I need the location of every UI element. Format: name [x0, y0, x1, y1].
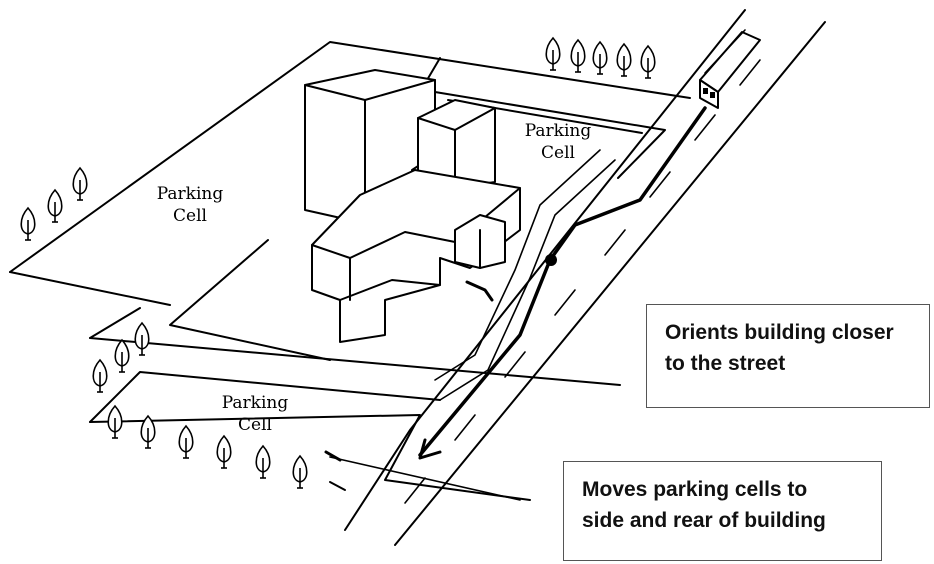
- street-centerline: [404, 59, 761, 504]
- tree-icon: [140, 414, 156, 449]
- tree-icon: [178, 424, 194, 459]
- stop-dot-icon: [545, 254, 557, 266]
- callout-orients: Orients building closer to the street: [646, 304, 930, 408]
- parking-bottom-top-edge: [89, 337, 621, 386]
- tree-icon: [107, 404, 123, 439]
- entry-arrow-icon: [465, 280, 494, 302]
- pedestrian-route: [418, 106, 707, 457]
- street-left-edge: [344, 9, 746, 531]
- parking-bottom-corner: [329, 481, 346, 491]
- tree-icon: [114, 338, 130, 373]
- parking-label-top-line2: Cell: [541, 143, 575, 163]
- tree-icon: [640, 44, 656, 79]
- building-low-block: [311, 169, 521, 343]
- parking-label-top-line1: Parking: [524, 121, 592, 141]
- tree-icon: [47, 188, 63, 223]
- tree-icon: [134, 321, 150, 356]
- tree-icon: [216, 434, 232, 469]
- walkway-line-a: [434, 149, 601, 381]
- parking-label-left-line1: Parking: [156, 184, 224, 204]
- parking-label-bottom-line1: Parking: [221, 393, 289, 413]
- tree-icon: [72, 166, 88, 201]
- parking-label-bottom-line2: Cell: [238, 415, 272, 435]
- callout-moves: Moves parking cells to side and rear of …: [563, 461, 882, 561]
- parking-label-left-line2: Cell: [173, 206, 207, 226]
- callout-moves-line1: Moves parking cells to: [582, 478, 808, 501]
- tree-icon: [20, 206, 36, 241]
- building-wing-roof: [339, 279, 441, 301]
- trees: [20, 36, 656, 489]
- building-main: [304, 69, 521, 343]
- parking-cell-label-left: Parking Cell: [140, 183, 240, 227]
- parking-cell-label-bottom: Parking Cell: [205, 392, 305, 436]
- parking-cell-label-top: Parking Cell: [508, 120, 608, 164]
- tree-icon: [570, 38, 586, 73]
- bus-icon: [699, 29, 761, 109]
- tree-icon: [592, 40, 608, 75]
- parking-bottom-top-left: [89, 307, 141, 339]
- tree-icon: [255, 444, 271, 479]
- parking-bottom-front-edge: [89, 414, 531, 501]
- parking-left-boundary: [9, 41, 691, 273]
- tree-icon: [92, 358, 108, 393]
- parking-pointer-line: [329, 456, 521, 501]
- street: [344, 9, 826, 546]
- callout-orients-line2: to the street: [665, 352, 786, 375]
- site-left-edge: [169, 239, 331, 361]
- route-arrow-icon: [418, 438, 442, 460]
- walkway-line-b: [439, 159, 616, 401]
- callout-moves-line2: side and rear of building: [582, 509, 826, 532]
- parking-left-front-edge: [9, 271, 171, 306]
- parking-bottom-back-edge: [89, 371, 441, 423]
- street-right-edge: [394, 21, 826, 546]
- tree-icon: [616, 42, 632, 77]
- callout-orients-line1: Orients building closer: [665, 321, 894, 344]
- tree-icon: [545, 36, 561, 71]
- site-back-edge: [434, 91, 666, 179]
- tree-icon: [292, 454, 308, 489]
